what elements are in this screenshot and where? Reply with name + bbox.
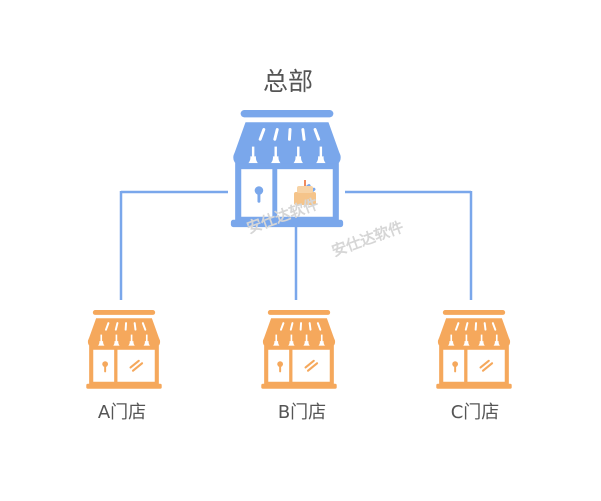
branch-b-store-icon [261, 310, 336, 389]
branch-c-label: C门店 [450, 402, 500, 423]
branch-b-label: B门店 [277, 402, 327, 423]
connector-lines [119, 190, 473, 300]
headquarters-title: 总部 [262, 67, 313, 96]
branch-a-store-icon [86, 310, 161, 389]
branch-c-store-icon [436, 310, 511, 389]
headquarters-store-icon [231, 110, 343, 227]
cake-icon [294, 180, 316, 205]
branch-a-label: A门店 [97, 402, 147, 423]
